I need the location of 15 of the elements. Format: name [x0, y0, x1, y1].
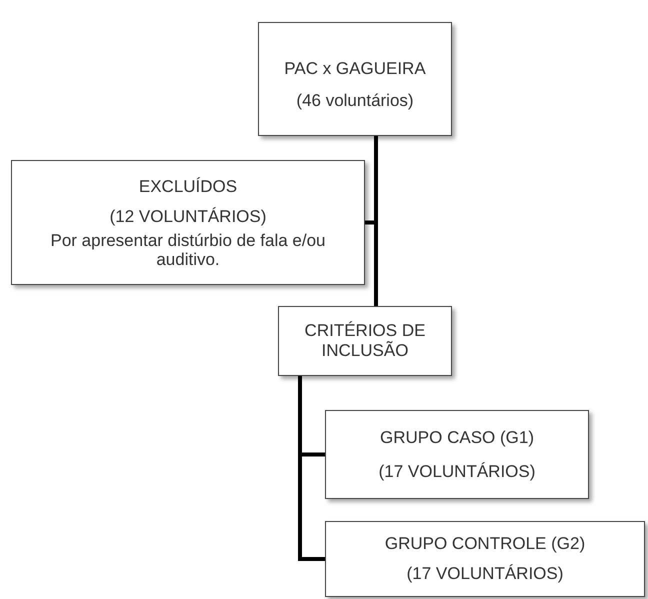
count-text: (17 VOLUNTÁRIOS)	[406, 564, 564, 584]
process-box	[278, 306, 452, 376]
heading-text: CRITÉRIOS DE INCLUSÃO	[304, 321, 426, 361]
heading-text: GRUPO CONTROLE (G2)	[384, 534, 586, 554]
count-text: (12 VOLUNTÁRIOS)	[110, 206, 266, 226]
heading-text: GRUPO CASO (G1)	[380, 428, 534, 448]
title-text: PAC x GAGUEIRA	[284, 59, 426, 79]
note-text: Por apresentar distúrbio de fala e/ou auditivo.	[49, 230, 326, 270]
process-box	[11, 160, 365, 285]
count-text: (17 VOLUNTÁRIOS)	[378, 462, 536, 482]
process-box	[325, 410, 589, 499]
count-text: (46 voluntários)	[296, 91, 414, 111]
heading-text: EXCLUÍDOS	[138, 177, 238, 197]
process-box	[325, 521, 645, 597]
process-box	[258, 22, 452, 136]
